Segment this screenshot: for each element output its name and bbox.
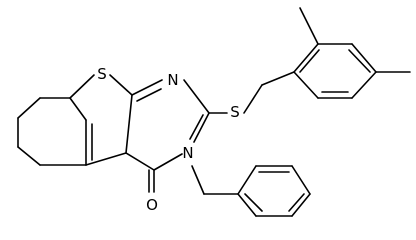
thiophene-ring: [69, 74, 133, 166]
cyclohexane-ring: [17, 97, 87, 166]
thioether-linker: [208, 71, 295, 114]
carbonyl-oxygen-label: O: [146, 196, 158, 214]
benzyl-group: [191, 165, 311, 217]
thiophene-sulfur-label: S: [97, 65, 107, 83]
upper-nitrogen-label: N: [167, 71, 178, 89]
molecule-diagram: S S N N O: [17, 7, 411, 217]
thioether-sulfur-label: S: [230, 103, 240, 121]
pyrimidinone-ring: [125, 79, 210, 193]
dimethylphenyl-ring: [293, 7, 411, 99]
lower-nitrogen-label: N: [182, 144, 193, 162]
